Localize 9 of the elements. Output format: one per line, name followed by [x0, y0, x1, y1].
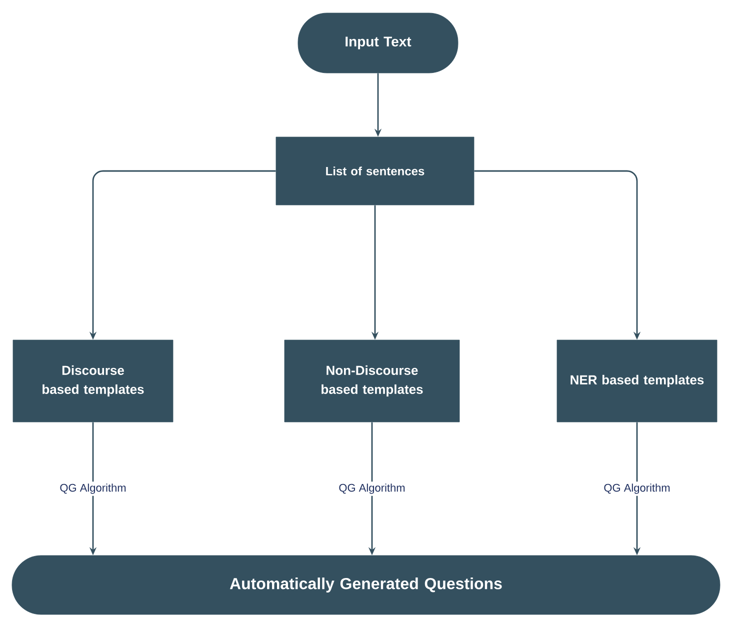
process-box: Discourse based templates [12, 340, 174, 422]
process-box: List of sentences [276, 136, 474, 206]
edge-label: QG Algorithm [602, 482, 672, 496]
edge-label: QG Algorithm [58, 482, 128, 496]
terminal-pill: Automatically Generated Questions [12, 555, 720, 615]
process-box: NER based templates [556, 340, 718, 422]
process-box: Non-Discourse based templates [284, 340, 460, 422]
terminal-pill: Input Text [298, 12, 458, 74]
edge-label: QG Algorithm [336, 482, 408, 496]
